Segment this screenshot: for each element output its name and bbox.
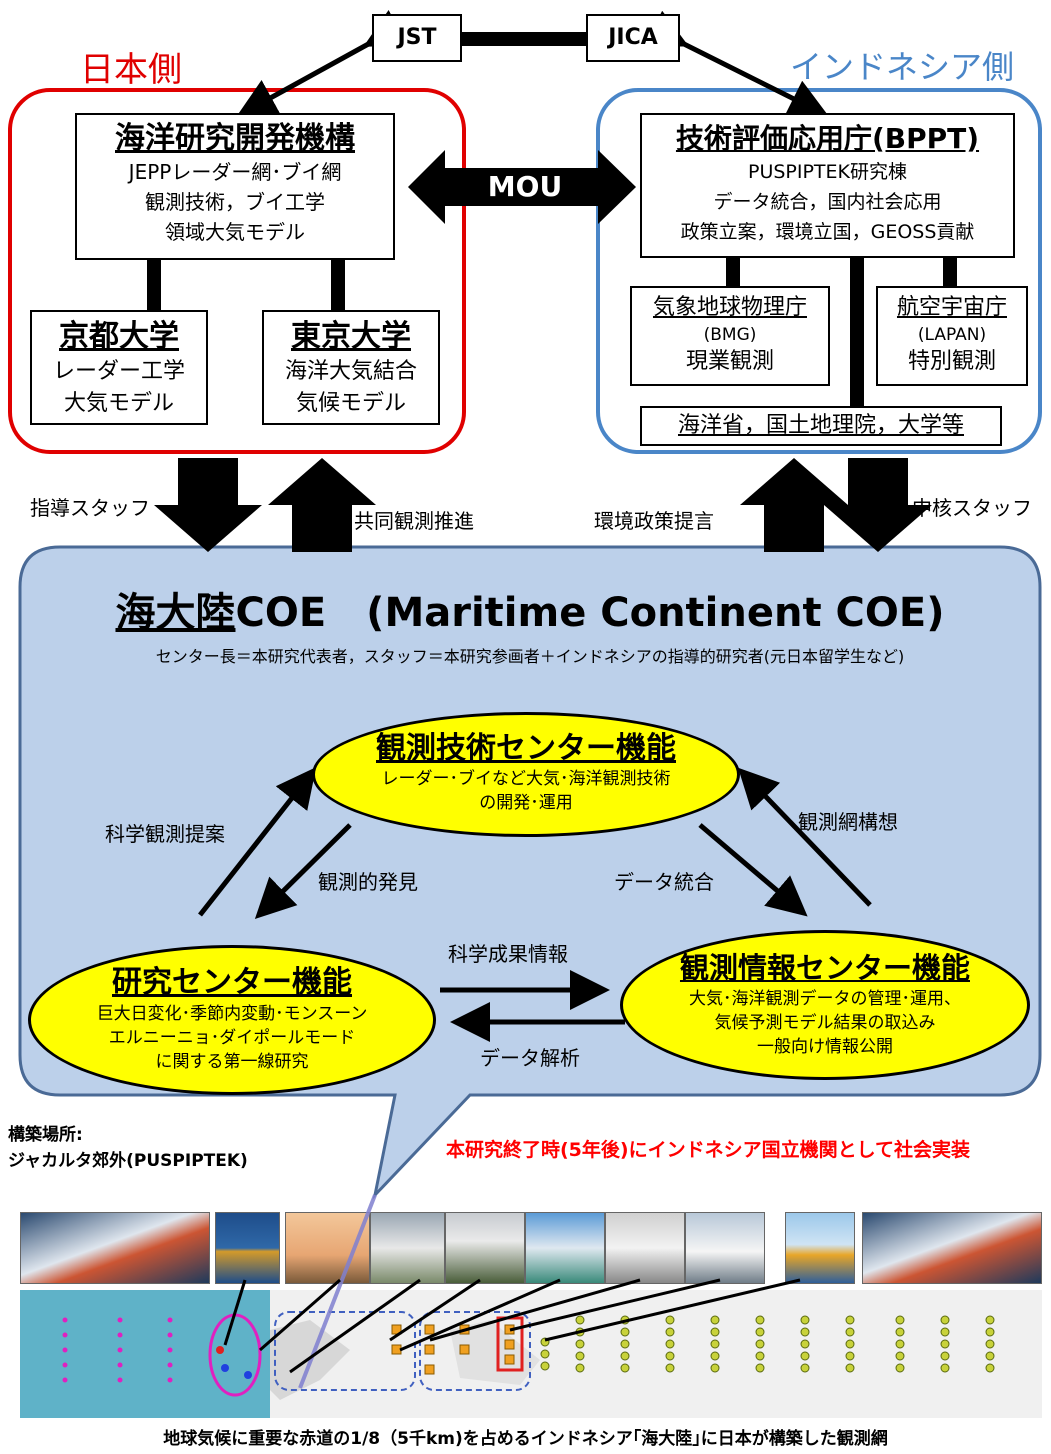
indonesia-side-label: インドネシア側: [790, 48, 1015, 86]
joint-observation-label: 共同観測推進: [354, 509, 474, 533]
science-results-label: 科学成果情報: [448, 942, 568, 966]
obs-info-title: 観測情報センター機能: [679, 951, 970, 985]
bmg-role: 現業観測: [685, 349, 774, 374]
jica-label: JICA: [608, 25, 658, 50]
bppt-line: PUSPIPTEK研究棟: [747, 161, 907, 183]
map-caption: 地球気候に重要な赤道の1/8（5千km)を占めるインドネシア｢海大陸｣に日本が構…: [163, 1429, 888, 1449]
jamstec-line: 領域大気モデル: [165, 220, 305, 244]
others-label: 海洋省，国土地理院，大学等: [677, 413, 964, 438]
research-line: 巨大日変化･季節内変動･モンスーン: [96, 1004, 368, 1024]
research-center: 研究センター機能 巨大日変化･季節内変動･モンスーン エルニーニョ･ダイポールモ…: [28, 945, 436, 1095]
obs-tech-line: レーダー･ブイなど大気･海洋観測技術: [381, 769, 671, 789]
up-arrow-joint: [268, 458, 376, 552]
bppt-line: 政策立案，環境立国，GEOSS貢献: [680, 221, 975, 243]
others-box: 海洋省，国土地理院，大学等: [640, 406, 1002, 446]
kyoto-name: 京都大学: [59, 319, 179, 354]
coe-subtitle: センター長＝本研究代表者，スタッフ＝本研究参画者＋インドネシアの指導的研究者(元…: [155, 647, 905, 666]
jica-box: JICA: [586, 14, 680, 62]
down-arrow-guidance: [154, 458, 262, 552]
jst-box: JST: [372, 14, 462, 62]
down-arrow-core: [824, 458, 932, 552]
network-plan-label: 観測網構想: [798, 810, 898, 834]
science-proposal-label: 科学観測提案: [105, 822, 225, 846]
coe-title-en: COE (Maritime Continent COE): [235, 590, 945, 636]
obs-tech-title: 観測技術センター機能: [376, 731, 676, 766]
jst-jamstec-arrow: [236, 10, 408, 117]
observation-map: [20, 1290, 1042, 1418]
obs-discovery-label: 観測的発見: [318, 870, 418, 894]
jamstec-name: 海洋研究開発機構: [115, 121, 355, 156]
research-line: エルニーニョ･ダイポールモード: [108, 1028, 356, 1048]
jamstec-line: 観測技術，ブイ工学: [145, 190, 325, 214]
lapan-name: 航空宇宙庁: [896, 295, 1007, 320]
jamstec-box: 海洋研究開発機構 JEPPレーダー網･ブイ網 観測技術，ブイ工学 領域大気モデル: [75, 113, 395, 260]
tokyo-line: 気候モデル: [295, 391, 406, 416]
buoy-photo: [215, 1212, 280, 1284]
research-line: に関する第一線研究: [155, 1052, 309, 1072]
data-integration-label: データ統合: [614, 870, 714, 894]
data-analysis-label: データ解析: [480, 1046, 580, 1070]
bmg-abbr: (BMG): [703, 325, 757, 345]
core-staff-label: 中核スタッフ: [912, 496, 1032, 520]
buoy-photo: [785, 1212, 855, 1284]
bmg-box: 気象地球物理庁 (BMG) 現業観測: [630, 286, 830, 386]
jamstec-line: JEPPレーダー網･ブイ網: [128, 160, 342, 184]
tokyo-name: 東京大学: [291, 319, 411, 354]
obs-info-line: 一般向け情報公開: [757, 1037, 893, 1057]
location-block: 構築場所: ジャカルタ郊外(PUSPIPTEK): [8, 1122, 248, 1174]
lapan-box: 航空宇宙庁 (LAPAN) 特別観測: [876, 286, 1028, 386]
bmg-name: 気象地球物理庁: [652, 295, 807, 320]
kyoto-line: 大気モデル: [63, 391, 174, 416]
location-label: 構築場所:: [8, 1125, 83, 1145]
jst-label: JST: [397, 25, 437, 50]
obs-info-line: 気候予測モデル結果の取込み: [714, 1013, 936, 1033]
obs-tech-line: の開発･運用: [479, 793, 573, 813]
guidance-staff-label: 指導スタッフ: [30, 496, 150, 520]
tokyo-line: 海洋大気結合: [284, 359, 417, 384]
kyoto-box: 京都大学 レーダー工学 大気モデル: [30, 310, 208, 425]
radome-photo: [605, 1212, 685, 1284]
up-arrow-policy: [740, 458, 848, 552]
env-policy-label: 環境政策提言: [594, 509, 714, 533]
radome-photo: [370, 1212, 445, 1284]
research-title: 研究センター機能: [112, 965, 352, 1000]
mou-arrow: [408, 150, 636, 224]
bppt-line: データ統合，国内社会応用: [713, 191, 942, 213]
ship-photo: [20, 1212, 210, 1284]
coe-title-jp: 海大陸: [115, 590, 236, 636]
coe-title: 海大陸COE (Maritime Continent COE): [20, 580, 1040, 638]
radome-photo: [685, 1212, 765, 1284]
japan-side-label: 日本側: [80, 50, 182, 90]
obs-info-center: 観測情報センター機能 大気･海洋観測データの管理･運用、 気候予測モデル結果の取…: [620, 930, 1030, 1080]
kyoto-line: レーダー工学: [52, 359, 185, 384]
bppt-name: 技術評価応用庁(BPPT): [675, 122, 980, 155]
radome-photo: [445, 1212, 525, 1284]
location-value: ジャカルタ郊外(PUSPIPTEK): [8, 1151, 248, 1171]
mou-label: MOU: [487, 170, 563, 203]
obs-info-line: 大気･海洋観測データの管理･運用、: [689, 989, 961, 1009]
radar-tower-photo: [285, 1212, 370, 1284]
lapan-role: 特別観測: [907, 349, 996, 374]
tokyo-box: 東京大学 海洋大気結合 気候モデル: [262, 310, 440, 425]
jica-bppt-arrow: [644, 10, 829, 117]
antenna-photo: [525, 1212, 605, 1284]
lapan-abbr: (LAPAN): [917, 325, 987, 345]
bppt-box: 技術評価応用庁(BPPT) PUSPIPTEK研究棟 データ統合，国内社会応用 …: [640, 113, 1015, 258]
implementation-note: 本研究終了時(5年後)にインドネシア国立機関として社会実装: [446, 1139, 971, 1161]
obs-tech-center: 観測技術センター機能 レーダー･ブイなど大気･海洋観測技術 の開発･運用: [312, 712, 740, 837]
ship-photo: [862, 1212, 1042, 1284]
